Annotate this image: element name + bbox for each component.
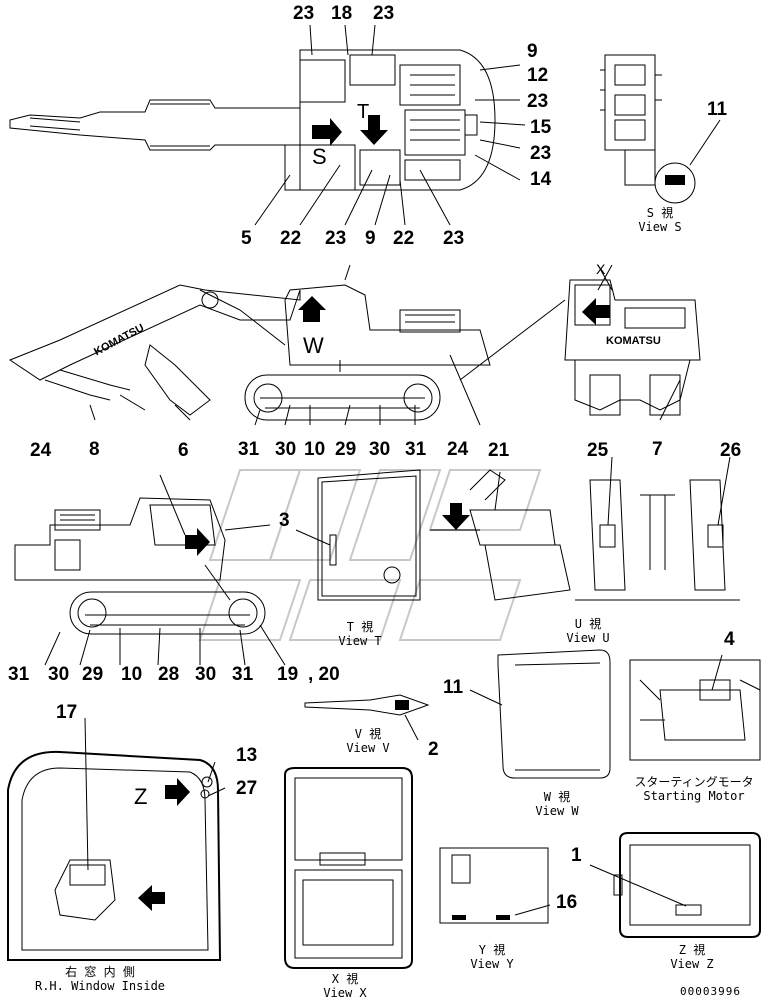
callout-15: 15 <box>530 117 552 138</box>
callout-23: 23 <box>373 3 395 24</box>
view-marker-x: X <box>596 261 606 277</box>
callout-22: 22 <box>393 228 415 249</box>
callout-29: 29 <box>335 439 357 460</box>
callout-23: 23 <box>325 228 347 249</box>
callout-11: 11 <box>443 677 464 698</box>
starting-motor-drawing <box>629 654 761 761</box>
callout-2: 2 <box>428 739 439 760</box>
callout-21: 21 <box>488 440 510 461</box>
callout-1: 1 <box>571 845 582 866</box>
top-plan-view <box>9 24 526 226</box>
view-t-drawing <box>295 469 421 601</box>
side-view-right <box>14 474 286 666</box>
callout-13: 13 <box>236 745 258 766</box>
view-marker-s: S <box>312 144 327 169</box>
side-view-left <box>8 264 491 426</box>
callout-9: 9 <box>527 41 538 62</box>
callout-29: 29 <box>82 664 104 685</box>
callout-24: 24 <box>30 440 52 461</box>
view-z-drawing <box>589 832 761 938</box>
rh-window-drawing <box>7 717 226 961</box>
callout-23: 23 <box>530 143 552 164</box>
callout-5: 5 <box>241 228 252 249</box>
view-u-drawing <box>430 456 740 601</box>
view-y-drawing <box>439 847 551 924</box>
view-s-drawing <box>600 54 721 204</box>
callout-31: 31 <box>405 439 427 460</box>
callout-25: 25 <box>587 440 609 461</box>
view-marker-t: T <box>357 101 370 123</box>
callout-12: 12 <box>527 65 549 86</box>
callout-10: 10 <box>121 664 143 685</box>
view-marker-z: Z <box>134 784 148 809</box>
view-marker-w: W <box>303 333 324 358</box>
callout-14: 14 <box>530 169 552 190</box>
callout-9: 9 <box>365 228 376 249</box>
callout-22: 22 <box>280 228 302 249</box>
callout-19: 19 <box>277 664 299 685</box>
callout-24: 24 <box>447 439 469 460</box>
callout-18: 18 <box>331 3 353 24</box>
callout-23: 23 <box>293 3 315 24</box>
drawing-code: 00003996 <box>680 985 741 998</box>
callout-28: 28 <box>158 664 180 685</box>
brand-label-rear: KOMATSU <box>606 335 661 347</box>
callout-30: 30 <box>275 439 297 460</box>
callout-31: 31 <box>8 664 30 685</box>
callout-23: 23 <box>527 91 549 112</box>
callout-26: 26 <box>720 440 742 461</box>
view-v-drawing <box>304 694 430 741</box>
callout-30: 30 <box>195 664 217 685</box>
view-x-drawing <box>284 767 413 969</box>
callout-10: 10 <box>304 439 326 460</box>
rear-view <box>459 264 701 421</box>
callout-23: 23 <box>443 228 465 249</box>
callout-20: , 20 <box>308 664 340 685</box>
callout-3: 3 <box>279 510 290 531</box>
callout-30: 30 <box>48 664 70 685</box>
callout-17: 17 <box>56 702 78 723</box>
view-w-drawing <box>469 649 611 779</box>
callout-4: 4 <box>724 629 735 650</box>
callout-7: 7 <box>652 439 663 460</box>
callout-6: 6 <box>178 440 189 461</box>
callout-16: 16 <box>556 892 578 913</box>
callout-31: 31 <box>238 439 260 460</box>
callout-30: 30 <box>369 439 391 460</box>
callout-11: 11 <box>707 99 728 120</box>
callout-31: 31 <box>232 664 254 685</box>
callout-27: 27 <box>236 778 258 799</box>
callout-8: 8 <box>89 439 100 460</box>
